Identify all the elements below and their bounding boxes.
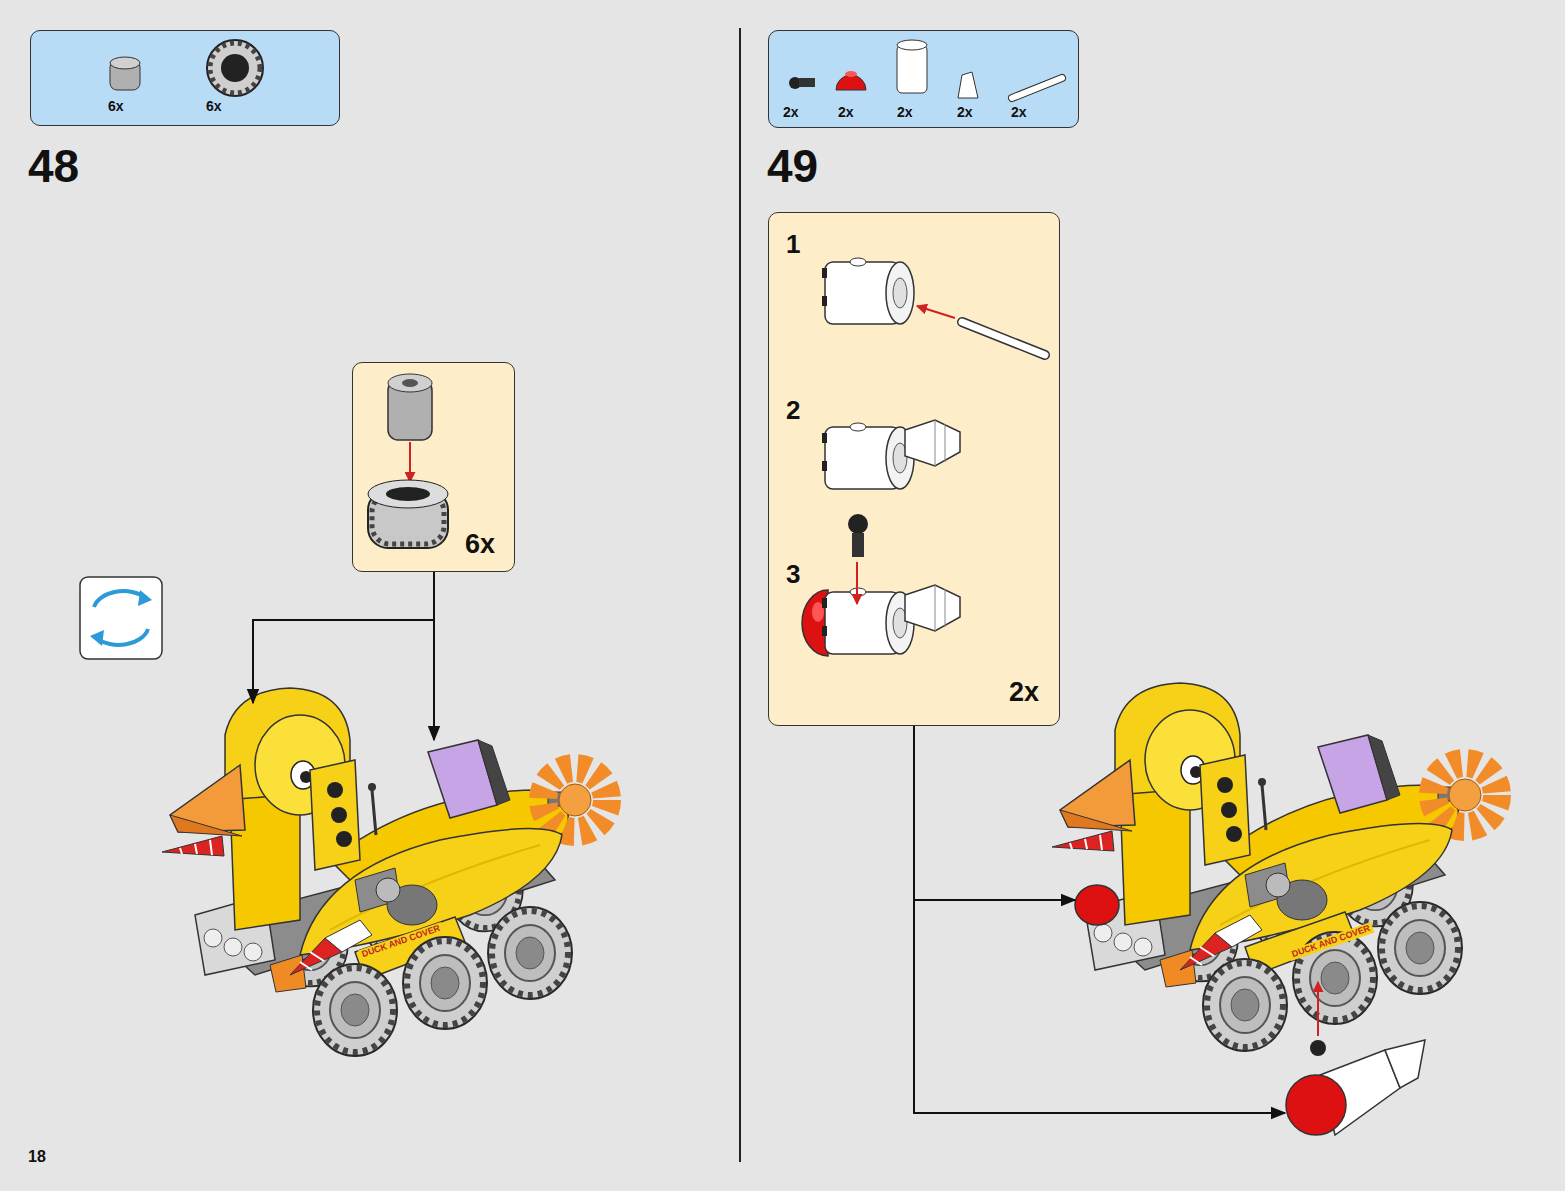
arrow-branch-part <box>253 620 433 703</box>
quantity-or-substep-number: 2 <box>786 397 800 423</box>
substep-49-art-part <box>962 322 1045 355</box>
substep-48-art-part <box>409 442 411 482</box>
model-48-part <box>162 688 607 1056</box>
model-48 <box>162 688 607 1056</box>
rotate-icon-part <box>138 590 152 606</box>
box-fill-part <box>30 30 340 126</box>
substep-48-art-part <box>388 374 432 392</box>
quantity-or-substep-number: 2x <box>897 105 913 119</box>
substep-48-art-part <box>386 487 430 501</box>
model-49-part <box>1310 1040 1326 1056</box>
substep-49-art-part <box>962 322 1045 355</box>
rotate-icon <box>80 577 162 659</box>
substep-49-art-part <box>905 585 960 631</box>
substep-49-art-part <box>905 420 960 466</box>
arrow-branch <box>253 620 1285 1113</box>
box-fill-part <box>768 212 1060 726</box>
substep-49-art-part <box>852 533 864 557</box>
substep-49-art-part <box>917 306 955 318</box>
model-area: DUCK AND COVER <box>165 740 615 1060</box>
page-divider-part <box>739 28 741 1162</box>
page-number: 18 <box>28 1149 46 1165</box>
substep-48-art-part <box>368 480 448 508</box>
parts-list-box: 6x 6x <box>30 30 340 126</box>
substep-49-art <box>802 258 1045 656</box>
substep-box: 1 2 3 2x <box>768 212 1060 726</box>
rotate-icon-part <box>80 577 162 659</box>
parts-icons-part <box>836 75 866 90</box>
banner-text: DUCK AND COVER <box>1288 922 1375 961</box>
step-number: 48 <box>28 143 79 189</box>
quantity-or-substep-number: 2x <box>838 105 854 119</box>
quantity-or-substep-number: 2x <box>1009 679 1039 706</box>
quantity-or-substep-number: 6x <box>465 531 495 558</box>
parts-icons-part <box>1012 78 1062 98</box>
model-49-part <box>1286 1075 1346 1135</box>
model-49-part <box>1385 1040 1425 1088</box>
parts-icons-part <box>897 45 927 93</box>
model-49-part <box>1052 683 1497 1051</box>
quantity-or-substep-number: 2x <box>957 105 973 119</box>
model-49-part <box>1075 885 1119 925</box>
parts-icons-part <box>845 71 857 77</box>
box-fill-part <box>352 362 515 572</box>
parts-icons-part <box>110 57 140 69</box>
substep-49-art-part <box>822 423 914 489</box>
substep-49-art-part <box>822 588 914 654</box>
model-area: DUCK AND COVER <box>1075 740 1485 1050</box>
substep-box: 6x <box>352 362 515 572</box>
parts-icons-part <box>799 78 815 87</box>
box-fill <box>30 30 1079 726</box>
parts-icons-part <box>958 72 978 98</box>
quantity-or-substep-number: 2x <box>1011 105 1027 119</box>
substep-49-art-part <box>848 514 868 534</box>
substep-49-art-part <box>822 258 914 324</box>
rotate-icon-part <box>90 630 104 646</box>
substep-48-art <box>368 374 448 548</box>
model-49 <box>1052 683 1497 1135</box>
quantity-or-substep-number: 3 <box>786 561 800 587</box>
page-divider <box>740 28 741 1162</box>
parts-icons-part <box>221 54 249 82</box>
parts-icons <box>110 40 1062 98</box>
box-fill-part <box>768 30 1079 128</box>
quantity-or-substep-number: 1 <box>786 231 800 257</box>
parts-icons-part <box>897 40 927 50</box>
quantity-or-substep-number: 6x <box>206 99 222 113</box>
substep-49-art-part <box>856 562 858 604</box>
quantity-or-substep-number: 6x <box>108 99 124 113</box>
quantity-or-substep-number: 2x <box>783 105 799 119</box>
banner-text: DUCK AND COVER <box>358 922 445 961</box>
parts-icons-part <box>210 43 260 93</box>
connector-arrow <box>914 726 1075 900</box>
parts-list-box: 2x 2x 2x 2x 2x <box>768 30 1079 128</box>
parts-icons-part <box>207 40 263 96</box>
model-49-part <box>1317 982 1319 1036</box>
arrow-branch-part <box>914 900 1285 1113</box>
parts-icons-part <box>1012 78 1062 98</box>
connector-arrow <box>433 572 435 740</box>
substep-48-art-part <box>402 379 418 387</box>
step-number: 49 <box>767 143 818 189</box>
